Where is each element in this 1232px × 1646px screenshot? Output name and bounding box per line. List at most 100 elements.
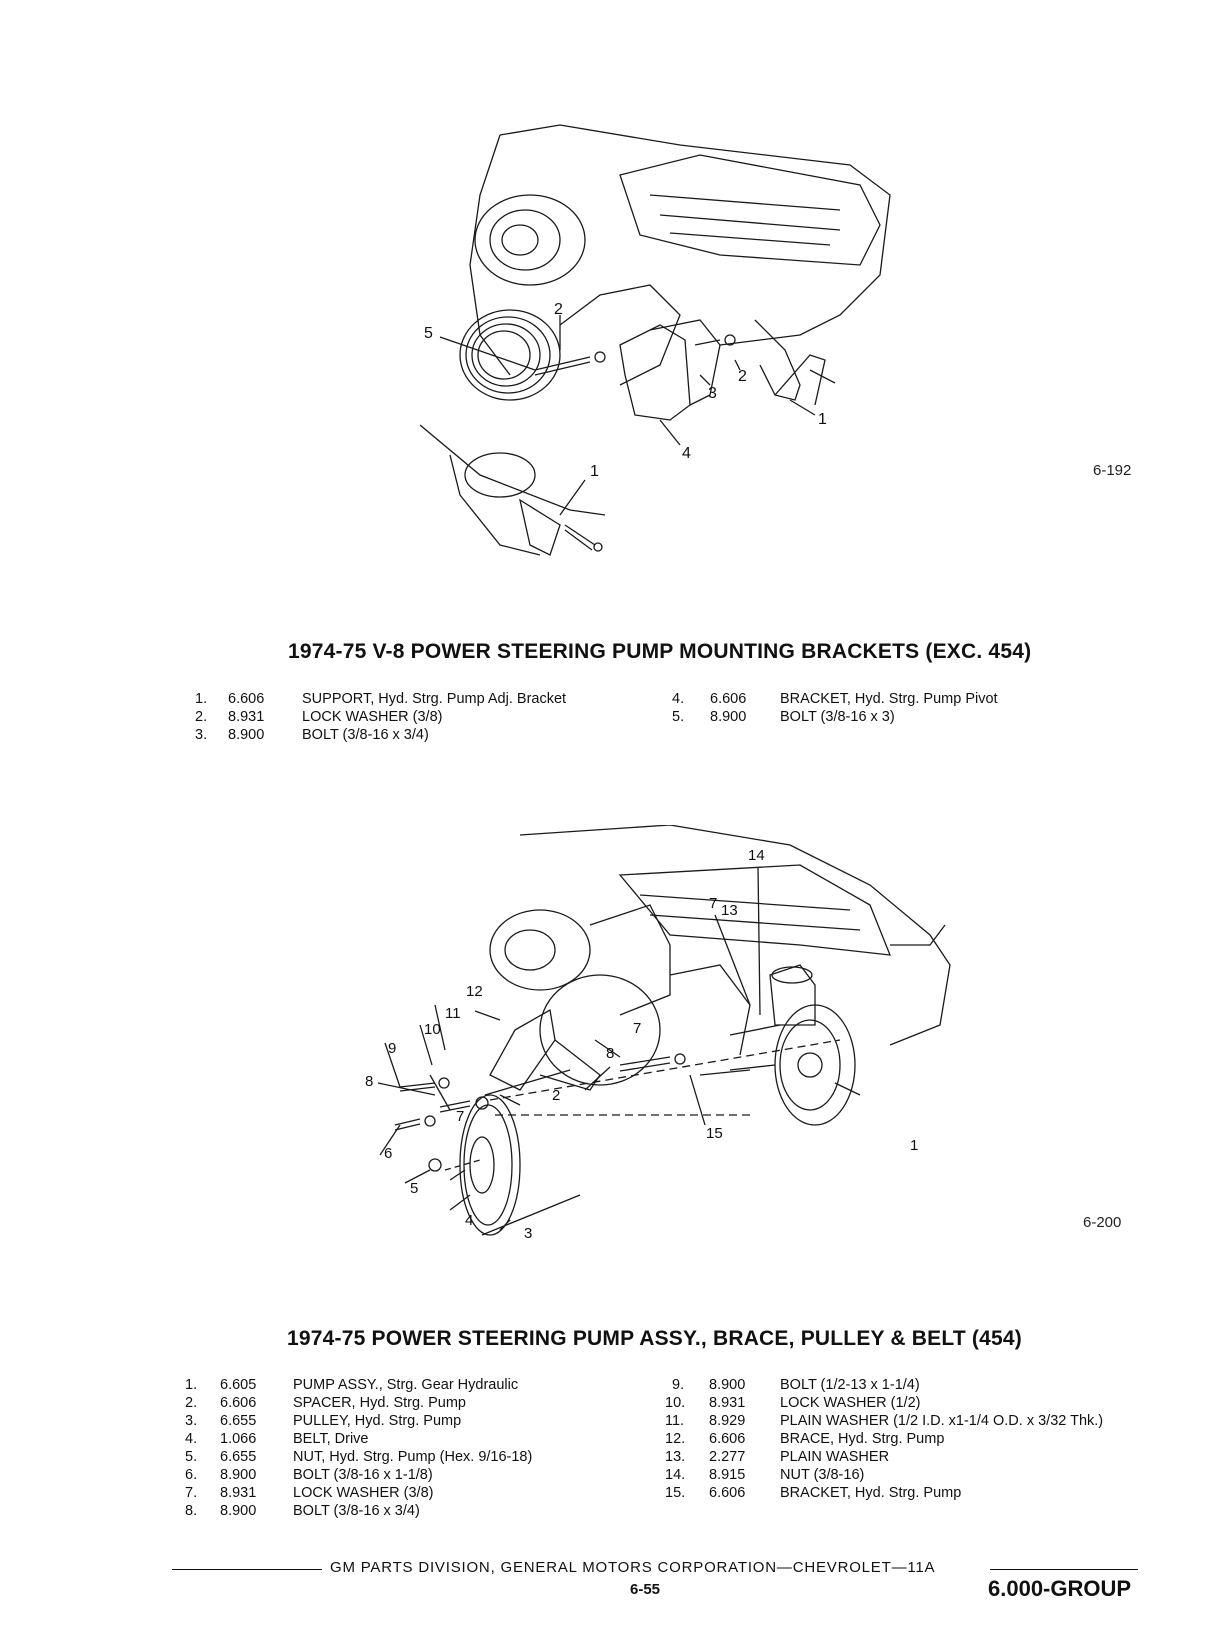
callout-label: 1 (910, 1137, 919, 1154)
part-description: SUPPORT, Hyd. Strg. Pump Adj. Bracket (302, 691, 567, 707)
part-number: 5. (185, 1449, 198, 1465)
part-row: 7. 8.931 LOCK WASHER (3/8) 15. 6.606 BRA… (175, 1484, 1225, 1502)
part-code: 6.655 (220, 1413, 257, 1429)
part-code: 8.931 (228, 709, 265, 725)
part-code: 1.066 (220, 1431, 257, 1447)
callout-label: 4 (465, 1212, 474, 1229)
part-description: BRACKET, Hyd. Strg. Pump Pivot (780, 691, 998, 707)
part-row: 5. 6.655 NUT, Hyd. Strg. Pump (Hex. 9/16… (175, 1448, 1225, 1466)
part-description: BOLT (3/8-16 x 3) (780, 709, 895, 725)
part-description: BOLT (3/8-16 x 1-1/8) (293, 1467, 433, 1483)
callout-label: 2 (552, 1087, 561, 1104)
callout-label: 7 (709, 895, 718, 912)
part-number: 1. (195, 691, 208, 707)
part-code: 6.655 (220, 1449, 257, 1465)
part-number: 5. (672, 709, 685, 725)
parts-list-2: 1. 6.605 PUMP ASSY., Strg. Gear Hydrauli… (175, 1376, 1225, 1520)
figure-2-illustration (377, 825, 951, 1236)
part-code: 6.606 (710, 691, 747, 707)
part-number: 3. (185, 1413, 198, 1429)
part-row: 8. 8.900 BOLT (3/8-16 x 3/4) (175, 1502, 1225, 1520)
part-row: 2. 8.931 LOCK WASHER (3/8) 5. 8.900 BOLT… (185, 708, 1185, 726)
part-number: 4. (185, 1431, 198, 1447)
part-number: 9. (672, 1377, 685, 1393)
part-code: 8.929 (709, 1413, 746, 1429)
part-row: 3. 8.900 BOLT (3/8-16 x 3/4) (185, 726, 1185, 744)
callout-label: 11 (445, 1005, 461, 1022)
part-number: 10. (665, 1395, 686, 1411)
part-number: 13. (665, 1449, 686, 1465)
part-number: 2. (195, 709, 208, 725)
part-code: 6.606 (709, 1431, 746, 1447)
callout-label: 8 (365, 1073, 374, 1090)
part-code: 6.606 (220, 1395, 257, 1411)
part-code: 6.606 (709, 1485, 746, 1501)
callout-label: 10 (424, 1021, 441, 1038)
part-code: 8.900 (228, 727, 265, 743)
part-description: PLAIN WASHER (780, 1449, 890, 1465)
callout-label: 14 (748, 847, 765, 864)
parts-list-1: 1. 6.606 SUPPORT, Hyd. Strg. Pump Adj. B… (185, 690, 1185, 744)
part-row: 4. 1.066 BELT, Drive 12. 6.606 BRACE, Hy… (175, 1430, 1225, 1448)
part-description: LOCK WASHER (1/2) (780, 1395, 921, 1411)
callout-label: 5 (424, 325, 433, 342)
part-row: 2. 6.606 SPACER, Hyd. Strg. Pump 10. 8.9… (175, 1394, 1225, 1412)
part-description: SPACER, Hyd. Strg. Pump (293, 1395, 466, 1411)
part-number: 2. (185, 1395, 198, 1411)
part-description: PULLEY, Hyd. Strg. Pump (293, 1413, 462, 1429)
publisher-line: GM PARTS DIVISION, GENERAL MOTORS CORPOR… (330, 1559, 936, 1576)
figure-code: 6-200 (1083, 1214, 1122, 1231)
part-description: PLAIN WASHER (1/2 I.D. x1-1/4 O.D. x 3/3… (780, 1413, 1104, 1429)
part-number: 12. (665, 1431, 686, 1447)
figure-code: 6-192 (1093, 462, 1132, 479)
part-row: 3. 6.655 PULLEY, Hyd. Strg. Pump 11. 8.9… (175, 1412, 1225, 1430)
part-number: 6. (185, 1467, 198, 1483)
part-row: 1. 6.605 PUMP ASSY., Strg. Gear Hydrauli… (175, 1376, 1225, 1394)
part-description: BOLT (3/8-16 x 3/4) (302, 727, 429, 743)
part-row: 6. 8.900 BOLT (3/8-16 x 1-1/8) 14. 8.915… (175, 1466, 1225, 1484)
callout-label: 8 (606, 1045, 615, 1062)
part-number: 7. (185, 1485, 198, 1501)
part-number: 15. (665, 1485, 686, 1501)
callout-label: 5 (410, 1180, 419, 1197)
part-code: 8.900 (220, 1467, 257, 1483)
part-number: 8. (185, 1503, 198, 1519)
callout-label: 2 (738, 368, 747, 385)
part-code: 8.931 (220, 1485, 257, 1501)
callout-label: 7 (456, 1108, 465, 1125)
callout-label: 3 (524, 1225, 533, 1242)
footer-rule-left (172, 1569, 322, 1570)
part-code: 2.277 (709, 1449, 746, 1465)
part-description: BOLT (3/8-16 x 3/4) (293, 1503, 420, 1519)
callout-label: 3 (708, 385, 717, 402)
part-number: 14. (665, 1467, 686, 1483)
part-code: 8.900 (710, 709, 747, 725)
part-description: BRACE, Hyd. Strg. Pump (780, 1431, 945, 1447)
part-code: 6.606 (228, 691, 265, 707)
callout-label: 4 (682, 445, 691, 462)
callout-label: 7 (633, 1020, 642, 1037)
section-title: 1974-75 V-8 POWER STEERING PUMP MOUNTING… (288, 640, 1032, 663)
part-number: 3. (195, 727, 208, 743)
part-description: BRACKET, Hyd. Strg. Pump (780, 1485, 962, 1501)
part-description: LOCK WASHER (3/8) (293, 1485, 434, 1501)
part-description: PUMP ASSY., Strg. Gear Hydraulic (293, 1377, 519, 1393)
part-code: 8.931 (709, 1395, 746, 1411)
callout-label: 9 (388, 1040, 397, 1057)
part-description: BELT, Drive (293, 1431, 369, 1447)
part-description: NUT, Hyd. Strg. Pump (Hex. 9/16-18) (293, 1449, 533, 1465)
figure-1-illustration (420, 124, 891, 556)
part-description: BOLT (1/2-13 x 1-1/4) (780, 1377, 920, 1393)
part-code: 8.900 (220, 1503, 257, 1519)
part-number: 11. (665, 1413, 685, 1429)
part-description: NUT (3/8-16) (780, 1467, 865, 1483)
part-number: 1. (185, 1377, 198, 1393)
part-row: 1. 6.606 SUPPORT, Hyd. Strg. Pump Adj. B… (185, 690, 1185, 708)
callout-label: 12 (466, 983, 483, 1000)
part-description: LOCK WASHER (3/8) (302, 709, 443, 725)
part-number: 4. (672, 691, 685, 707)
callout-label: 6 (384, 1145, 393, 1162)
callout-label: 15 (706, 1125, 723, 1142)
group-label: 6.000-GROUP (988, 1576, 1132, 1601)
section-title: 1974-75 POWER STEERING PUMP ASSY., BRACE… (287, 1327, 1022, 1350)
